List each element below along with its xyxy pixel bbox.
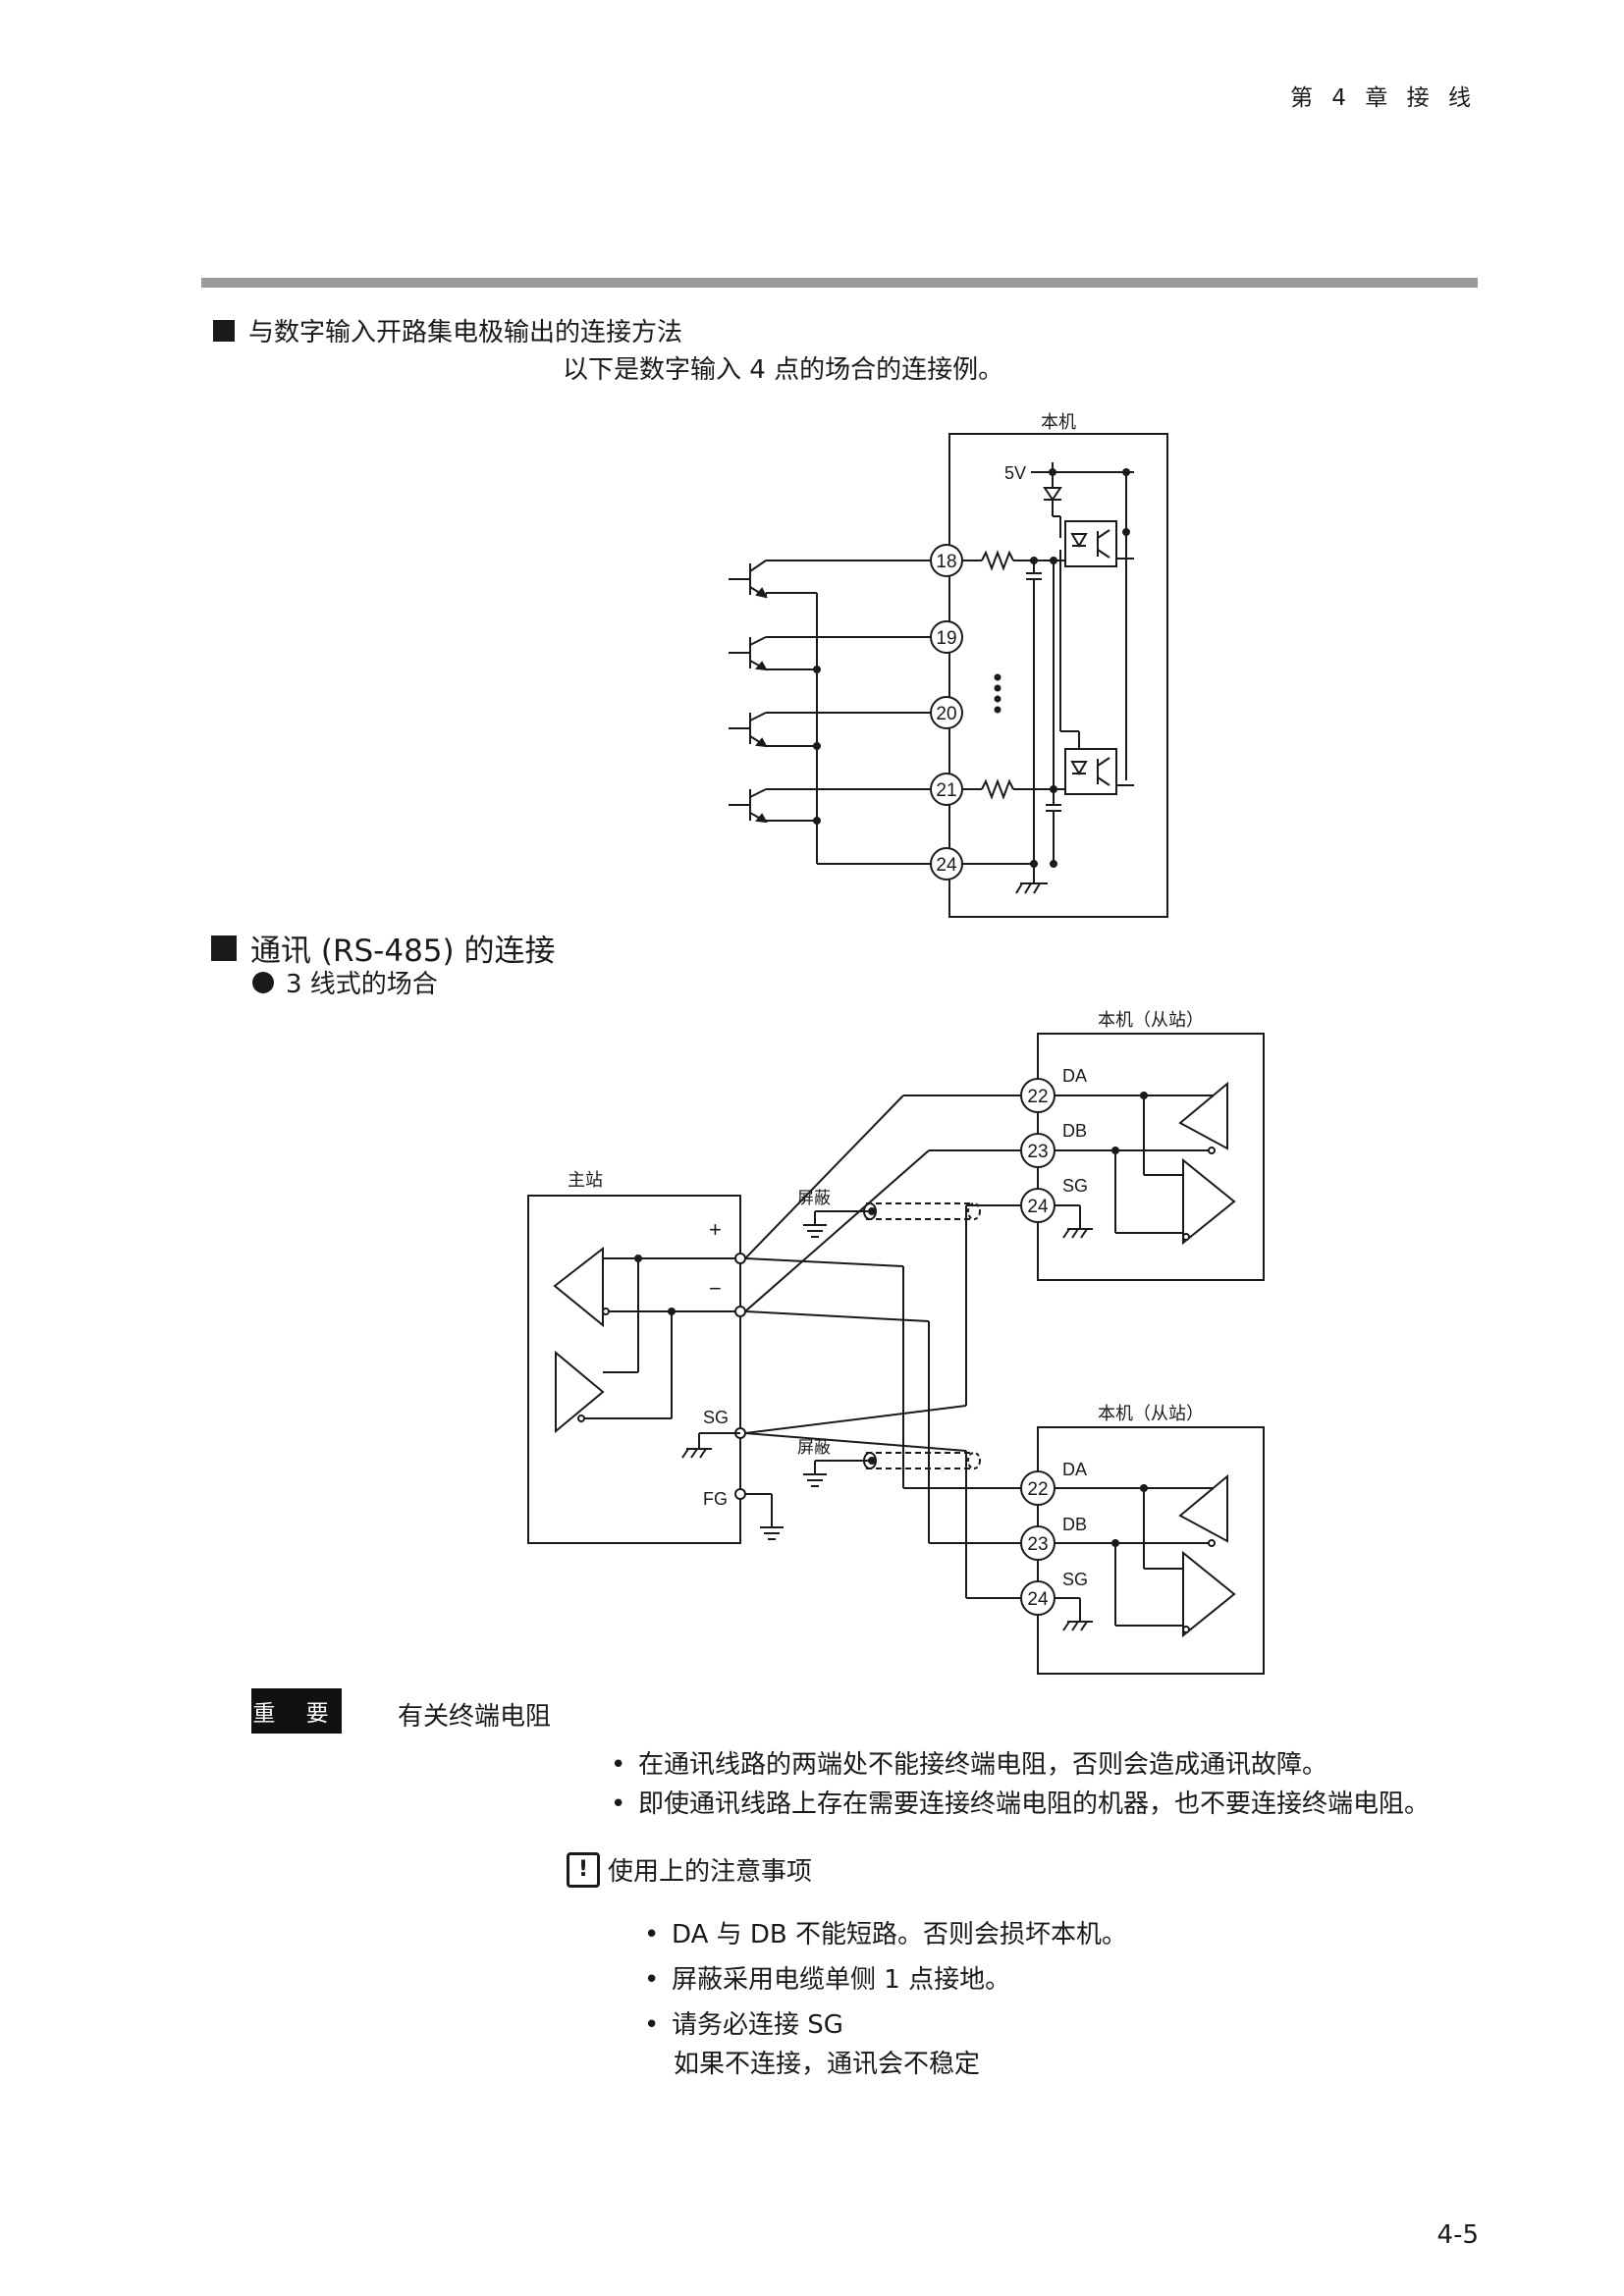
master-fg-label: FG [703,1489,728,1509]
caution-heading: ! 使用上的注意事项 [567,1851,812,1888]
square-bullet-icon [211,934,237,961]
transistor-2 [729,636,817,671]
slave2-terminal-22: 22 [1020,1470,1056,1506]
master-box [527,1195,741,1544]
chapter-header: 第 4 章 接 线 [1290,85,1477,111]
section2-title: 通讯 (RS-485) 的连接 [250,934,556,969]
section1-heading: 与数字输入开路集电极输出的连接方法 [213,312,682,348]
section2-heading: 通讯 (RS-485) 的连接 [211,926,555,970]
slave2-label: 本机（从站） [1098,1404,1204,1423]
unit-box [948,433,1168,918]
square-bullet-icon [213,319,235,342]
shield2-label: 屏蔽 [797,1438,831,1457]
list-item: DA 与 DB 不能短路。否则会损坏本机。 [640,1912,1127,1957]
master-sg-label: SG [703,1408,729,1427]
slave1-terminal-24: 24 [1020,1188,1056,1223]
section2-subtitle-text: 3 线式的场合 [286,970,438,999]
transistor-4 [729,788,817,824]
page-number: 4-5 [1436,2220,1479,2250]
unit-label: 本机 [1041,412,1076,432]
minus-label: − [709,1276,722,1301]
terminal-21: 21 [930,773,963,806]
svg-text:19: 19 [936,628,956,649]
list-item: 即使通讯线路上存在需要连接终端电阻的机器，也不要连接终端电阻。 [607,1785,1430,1824]
slave1-terminal-22: 22 [1020,1078,1056,1113]
svg-text:23: 23 [1027,1142,1048,1162]
plus-label: + [709,1217,722,1242]
shield1-label: 屏蔽 [797,1189,831,1207]
list-item: 请务必连接 SG [640,2002,1127,2048]
svg-text:23: 23 [1027,1534,1048,1555]
terminal-19: 19 [930,620,963,654]
master-label: 主站 [568,1170,603,1190]
svg-text:21: 21 [936,780,956,801]
terminal-20: 20 [930,696,963,729]
svg-text:24: 24 [1027,1197,1049,1217]
photocoupler-upper [1064,520,1134,567]
svg-text:22: 22 [1027,1087,1048,1107]
svg-text:DA: DA [1062,1066,1087,1086]
section-rule [201,278,1478,288]
transistor-3 [729,712,817,748]
supply-label: 5V [1004,463,1026,483]
section2-subtitle: 3 线式的场合 [252,964,438,1000]
svg-text:DB: DB [1062,1515,1087,1534]
transistor-1 [729,560,817,599]
caution-list: DA 与 DB 不能短路。否则会损坏本机。 屏蔽采用电缆单侧 1 点接地。 请务… [640,1912,1127,2048]
svg-text:SG: SG [1062,1570,1088,1589]
open-collector-diagram: 本机 5V [729,412,1168,918]
terminal-18: 18 [930,544,963,577]
caution-title: 使用上的注意事项 [608,1857,813,1887]
important-title: 有关终端电阻 [398,1702,552,1732]
slave1-terminal-23: 23 [1020,1133,1056,1168]
slave2-terminal-23: 23 [1020,1525,1056,1561]
photocoupler-lower [1064,748,1134,795]
svg-text:24: 24 [936,855,957,876]
important-badge: 重 要 [251,1688,342,1734]
section1-title: 与数字输入开路集电极输出的连接方法 [248,318,683,347]
section1-subtitle: 以下是数字输入 4 点的场合的连接例。 [563,355,1004,385]
important-list: 在通讯线路的两端处不能接终端电阻，否则会造成通讯故障。 即使通讯线路上存在需要连… [607,1745,1430,1824]
svg-text:SG: SG [1062,1176,1088,1196]
list-item: 在通讯线路的两端处不能接终端电阻，否则会造成通讯故障。 [607,1745,1430,1785]
svg-text:DB: DB [1062,1121,1087,1141]
slave1-label: 本机（从站） [1098,1010,1204,1030]
terminal-24: 24 [930,847,963,881]
svg-text:22: 22 [1027,1479,1048,1500]
svg-text:18: 18 [936,552,956,572]
caution-note: 如果不连接，通讯会不稳定 [674,2050,981,2079]
rs485-diagram: 主站 + − SG FG [527,1010,1265,1675]
svg-text:20: 20 [936,704,956,724]
svg-text:24: 24 [1027,1589,1049,1610]
exclamation-icon: ! [567,1851,600,1888]
svg-text:DA: DA [1062,1460,1087,1479]
list-item: 屏蔽采用电缆单侧 1 点接地。 [640,1957,1127,2002]
circle-bullet-icon [252,971,274,993]
slave2-terminal-24: 24 [1020,1580,1056,1616]
